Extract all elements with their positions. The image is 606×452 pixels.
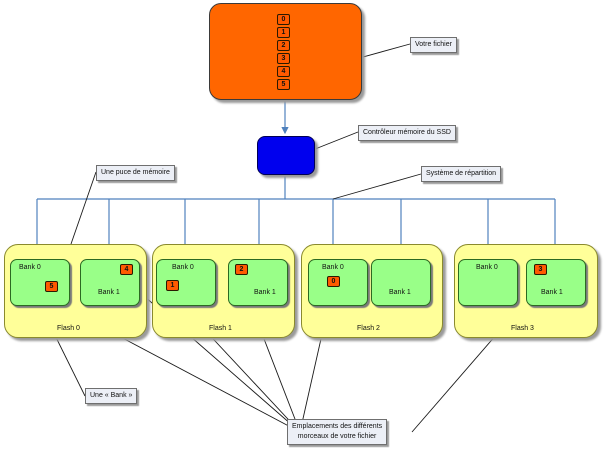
file-piece-0: 0 [277,14,290,25]
flash0-bank0-piece: 5 [45,281,58,292]
flash-chip-3: Bank 0 3 Bank 1 Flash 3 [454,244,598,338]
flash2-bank0-label: Bank 0 [322,264,344,271]
file-piece-4: 4 [277,66,290,77]
flash0-label: Flash 0 [57,325,80,332]
flash1-bank0-label: Bank 0 [172,264,194,271]
flash1-bank1-label: Bank 1 [254,289,276,296]
file-piece-3: 3 [277,53,290,64]
locations-callout-label: Emplacements des différents morceaux de … [287,419,388,445]
flash2-bank0: Bank 0 0 [308,259,368,306]
flash1-bank1: 2 Bank 1 [228,259,288,306]
flash3-bank1-label: Bank 1 [541,289,563,296]
file-box: 0 1 2 3 4 5 [209,3,362,100]
file-callout-label: Votre fichier [410,37,457,53]
flash-chip-0: Bank 0 5 4 Bank 1 Flash 0 [4,244,147,338]
controller-callout-label: Contrôleur mémoire du SSD [358,125,456,141]
locations-callout-line2: morceaux de votre fichier [297,433,377,440]
flash1-bank0-piece: 1 [166,280,179,291]
flash2-label: Flash 2 [357,325,380,332]
flash2-bank1: Bank 1 [371,259,431,306]
flash-chip-2: Bank 0 0 Bank 1 Flash 2 [301,244,443,338]
flash1-bank1-piece: 2 [235,264,248,275]
bank-callout-label: Une « Bank » [85,388,138,404]
flash1-label: Flash 1 [209,325,232,332]
flash0-bank1-label: Bank 1 [98,289,120,296]
locations-callout-line1: Emplacements des différents [292,423,383,430]
file-piece-2: 2 [277,40,290,51]
flash3-label: Flash 3 [511,325,534,332]
flash0-bank0-label: Bank 0 [19,264,41,271]
flash3-bank1-piece: 3 [534,264,547,275]
callout-line-chip [70,171,97,245]
chip-callout-label: Une puce de mémoire [96,165,175,181]
flash2-bank1-label: Bank 1 [389,289,411,296]
file-piece-1: 1 [277,27,290,38]
callout-line-dispatch [332,173,422,200]
dispatch-callout-label: Système de répartition [421,166,502,182]
flash0-bank1: 4 Bank 1 [80,259,140,306]
flash3-bank0: Bank 0 [458,259,518,306]
ssd-controller-box [257,136,315,175]
flash2-bank0-piece: 0 [327,276,340,287]
flash1-bank0: Bank 0 1 [156,259,216,306]
file-piece-5: 5 [277,79,290,90]
flash-chip-1: Bank 0 1 2 Bank 1 Flash 1 [152,244,295,338]
flash0-bank1-piece: 4 [120,264,133,275]
flash0-bank0: Bank 0 5 [10,259,70,306]
flash3-bank0-label: Bank 0 [476,264,498,271]
flash3-bank1: 3 Bank 1 [526,259,586,306]
